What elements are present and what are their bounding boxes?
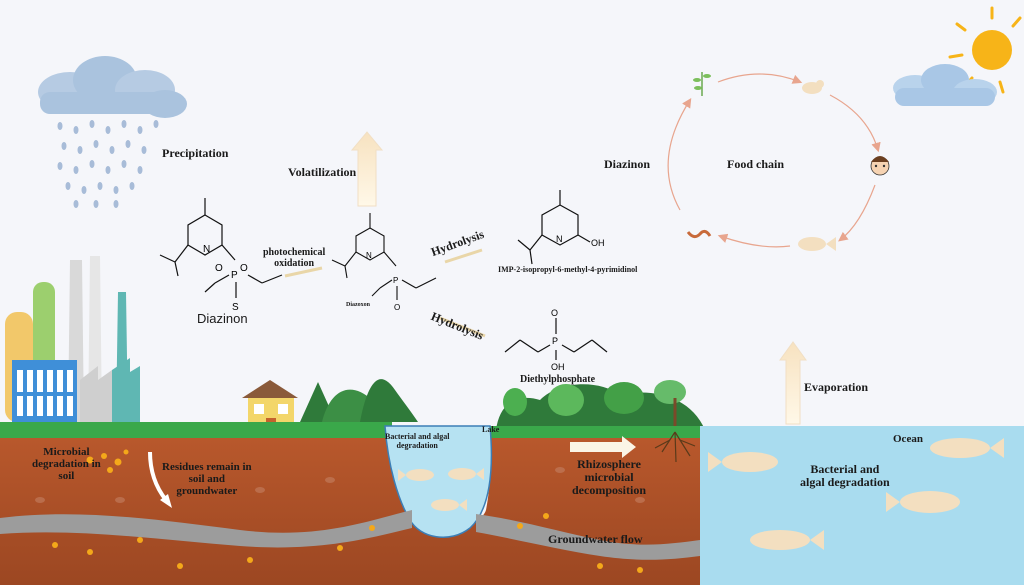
groundwater-band-left [0, 510, 412, 548]
groundwater-band-right [476, 514, 700, 560]
cloud-icon [893, 64, 997, 106]
label-photochemical-oxidation: photochemical oxidation [263, 247, 326, 269]
atom-p-3: P [552, 336, 558, 346]
cloud-rain-icon [38, 56, 187, 208]
residue-pellets [52, 449, 643, 573]
atom-n-3: N [556, 234, 563, 244]
atom-o-4: O [551, 308, 558, 318]
label-diazinon-molecule: Diazinon [197, 311, 248, 326]
atom-o-1: O [215, 263, 223, 274]
label-diethylphosphate: Diethylphosphate [520, 374, 596, 385]
diethylphosphate-structure [504, 318, 608, 360]
fish-icon-foodchain [798, 237, 836, 251]
label-diazinon-foodchain: Diazinon [604, 157, 651, 171]
evaporation-arrow [779, 341, 807, 425]
worm-icon [686, 229, 712, 239]
label-evaporation: Evaporation [804, 380, 869, 394]
label-microbial-soil: Microbial degradation in soil [32, 446, 101, 483]
fish-icons [398, 438, 1004, 550]
label-precipitation: Precipitation [162, 146, 229, 160]
roots-icon [654, 431, 696, 463]
hydrolysis-arrow-2 [439, 316, 486, 338]
volatilization-arrow [350, 131, 384, 207]
atom-p-2: P [393, 276, 398, 285]
plant-icon [693, 72, 711, 96]
residue-arrow [148, 451, 168, 502]
label-volatilization: Volatilization [288, 165, 357, 179]
label-bacterial-algal-ocean: Bacterial and algal degradation [800, 462, 890, 490]
imp-structure [517, 190, 591, 265]
hydrolysis-arrow-1 [444, 248, 483, 264]
label-bacterial-algal-lake: Bacterial and algal degradation [385, 432, 450, 450]
diazinon-structure [159, 198, 283, 298]
atom-o-2: O [240, 263, 248, 274]
atom-p-1: P [231, 270, 238, 281]
tree-icon [300, 379, 418, 422]
person-icon [870, 156, 890, 176]
label-groundwater-flow: Groundwater flow [548, 532, 643, 546]
label-lake: Lake [482, 425, 500, 434]
soil-pebbles [35, 467, 645, 503]
atom-n-2: N [366, 251, 372, 260]
factory-icon [5, 256, 140, 422]
rhizosphere-arrow [570, 436, 636, 458]
diazoxon-structure [331, 213, 437, 300]
soil-layer [0, 438, 700, 585]
atom-oh-2: OH [551, 362, 565, 372]
grass-left [0, 422, 392, 440]
label-diazoxon-molecule: Diazoxon [346, 302, 370, 308]
atom-s-1: S [232, 302, 239, 313]
lake-water [384, 425, 493, 538]
rodent-icon [802, 80, 824, 94]
atom-o-3: O [394, 303, 400, 312]
atom-oh-1: OH [591, 238, 605, 248]
label-residues: Residues remain in soil and groundwater [162, 461, 252, 498]
label-ocean: Ocean [893, 433, 923, 445]
label-imp-molecule: IMP-2-isopropyl-6-methyl-4-pyrimidinol [498, 265, 638, 274]
grass-right [482, 426, 700, 440]
food-chain-cycle [667, 73, 881, 248]
label-food-chain: Food chain [727, 157, 785, 171]
photochemical-arrow [284, 266, 323, 278]
forest-icon [496, 380, 705, 432]
label-rhizosphere: Rhizosphere microbial decomposition [572, 457, 647, 498]
atom-n-1: N [203, 244, 210, 255]
